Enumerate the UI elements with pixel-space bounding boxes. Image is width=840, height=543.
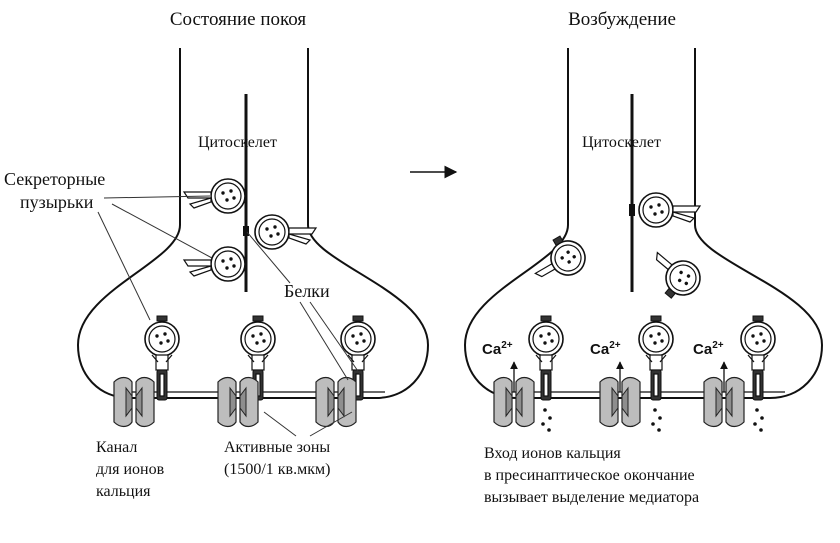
- rest-tethered-vesicle-3: [184, 247, 245, 281]
- proteins-pointer-1: [246, 231, 291, 284]
- active-zones-label-line-1: Активные зоны: [224, 439, 330, 456]
- excitation-caption-line-3: вызывает выделение медиатора: [484, 489, 699, 506]
- rest-binding-protein: [243, 226, 249, 236]
- proteins-pointer-3: [309, 301, 361, 375]
- excitation-terminal-outline: [463, 48, 824, 399]
- channel-label-line-1: Канал: [96, 439, 137, 456]
- excitation-docked-vesicle-2: [639, 316, 673, 400]
- excitation-cytoskeleton-label: Цитоскелет: [582, 134, 661, 151]
- excitation-docked-vesicle-3: [741, 316, 775, 400]
- vesicles-pointer-2: [111, 203, 213, 259]
- channel-label-line-2: для ионов: [96, 461, 165, 478]
- proteins-pointer-2: [299, 301, 349, 381]
- active-zones-pointer-1: [263, 411, 297, 437]
- rest-cytoskeleton-label: Цитоскелет: [198, 134, 277, 151]
- excitation-caption-line-2: в пресинаптическое окончание: [484, 467, 695, 484]
- excitation-panel: Возбуждение Цитоскелет: [463, 9, 824, 506]
- excitation-tethered-vesicle: [639, 193, 700, 227]
- vesicles-label-line-1: Секреторные: [4, 169, 105, 189]
- mediator-release-dots: [541, 408, 764, 432]
- active-zones-pointer-2: [309, 411, 353, 437]
- vesicles-pointer-1: [97, 211, 151, 321]
- vesicles-label-line-2: пузырьки: [20, 192, 94, 212]
- excitation-free-vesicle-2: [655, 251, 708, 303]
- rest-calcium-channel-3: [315, 376, 357, 428]
- active-zones-label-line-2: (1500/1 кв.мкм): [224, 461, 330, 478]
- excitation-free-vesicle-1: [534, 233, 593, 283]
- rest-calcium-channel-1: [113, 376, 155, 428]
- calcium-ion-label-2: Ca2+: [590, 340, 621, 358]
- proteins-label: Белки: [284, 281, 330, 301]
- excitation-caption-line-1: Вход ионов кальция: [484, 445, 621, 462]
- rest-title: Состояние покоя: [170, 9, 307, 30]
- rest-calcium-channel-2: [217, 376, 259, 428]
- channel-label-line-3: кальция: [96, 483, 151, 500]
- calcium-ion-label-1: Ca2+: [482, 340, 513, 358]
- excitation-title: Возбуждение: [568, 9, 676, 30]
- calcium-ion-label-3: Ca2+: [693, 340, 724, 358]
- excitation-binding-protein: [629, 204, 635, 216]
- rest-tethered-vesicle-2: [255, 215, 316, 249]
- rest-panel: Состояние покоя Цитоскелет Секреторные п…: [4, 9, 430, 500]
- vesicles-pointer-3: [103, 195, 211, 199]
